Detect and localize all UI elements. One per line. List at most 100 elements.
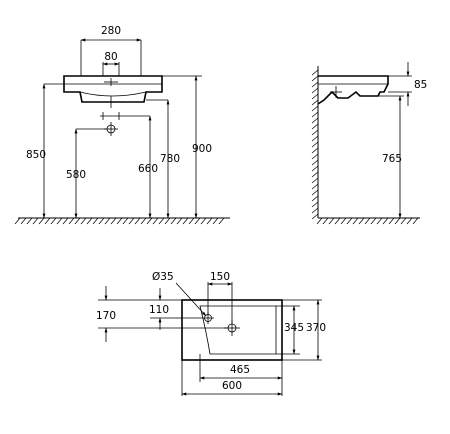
hatch-line — [311, 111, 319, 118]
hatch-line — [311, 165, 319, 172]
hatch-line — [188, 217, 195, 225]
dim-label-150: 150 — [210, 271, 230, 283]
top-dim-diameter: Ø35 — [152, 271, 207, 317]
front-dim-850: 850 — [26, 83, 64, 219]
hatch-line — [400, 217, 407, 225]
hatch-line — [406, 217, 413, 225]
hatch-line — [311, 69, 319, 76]
hatch-line — [206, 217, 213, 225]
side-basin — [317, 75, 389, 105]
dim-label-465: 465 — [230, 364, 250, 376]
front-dim-900: 900 — [162, 75, 212, 219]
hatch-line — [311, 129, 319, 136]
hatch-line — [311, 135, 319, 142]
hatch-line — [311, 171, 319, 178]
hatch-line — [128, 217, 135, 225]
front-dim-80: 80 — [102, 51, 120, 76]
side-dim-85: 85 — [388, 62, 427, 106]
hatch-line — [364, 217, 371, 225]
hatch-line — [170, 217, 177, 225]
hatch-line — [32, 217, 39, 225]
hatch-line — [311, 117, 319, 124]
dim-label-110: 110 — [149, 304, 169, 316]
hatch-line — [212, 217, 219, 225]
side-wall-hatch — [311, 66, 420, 225]
hatch-line — [116, 217, 123, 225]
hatch-line — [311, 213, 319, 220]
top-dim-345: 345 — [276, 305, 304, 355]
top-dim-150: 150 — [207, 271, 233, 324]
dim-label-170: 170 — [96, 310, 116, 322]
hatch-line — [104, 217, 111, 225]
hatch-line — [346, 217, 353, 225]
top-dim-170: 170 — [96, 286, 228, 342]
dim-label-diameter: Ø35 — [152, 271, 174, 283]
hatch-line — [311, 177, 319, 184]
side-view: 85 765 — [311, 62, 427, 225]
hatch-line — [74, 217, 81, 225]
hatch-line — [218, 217, 225, 225]
hatch-line — [62, 217, 69, 225]
hatch-line — [376, 217, 383, 225]
hatch-line — [134, 217, 141, 225]
hatch-line — [311, 93, 319, 100]
hatch-line — [311, 189, 319, 196]
top-dim-600: 600 — [181, 360, 283, 396]
hatch-line — [311, 195, 319, 202]
hatch-line — [311, 123, 319, 130]
hatch-line — [316, 217, 323, 225]
hatch-line — [158, 217, 165, 225]
hatch-line — [334, 217, 341, 225]
hatch-line — [340, 217, 347, 225]
top-dim-370: 370 — [282, 299, 326, 361]
hatch-line — [176, 217, 183, 225]
hatch-line — [311, 141, 319, 148]
hatch-line — [358, 217, 365, 225]
front-dim-280: 280 — [80, 25, 142, 76]
hatch-line — [370, 217, 377, 225]
dim-label-600: 600 — [222, 380, 242, 392]
hatch-line — [20, 217, 27, 225]
hatch-line — [388, 217, 395, 225]
side-dim-765: 765 — [378, 95, 404, 219]
top-dim-465: 465 — [199, 354, 283, 396]
hatch-line — [311, 147, 319, 154]
front-dim-780: 780 — [146, 99, 180, 219]
hatch-line — [311, 153, 319, 160]
dim-label-765: 765 — [382, 153, 402, 165]
hatch-line — [68, 217, 75, 225]
dim-label-850: 850 — [26, 149, 46, 161]
hatch-line — [382, 217, 389, 225]
hatch-line — [311, 159, 319, 166]
hatch-line — [311, 105, 319, 112]
dim-label-345: 345 — [284, 322, 304, 334]
dim-label-660: 660 — [138, 163, 158, 175]
hatch-line — [311, 99, 319, 106]
hatch-line — [328, 217, 335, 225]
hatch-line — [26, 217, 33, 225]
hatch-line — [322, 217, 329, 225]
hatch-line — [86, 217, 93, 225]
front-floor-hatch — [14, 217, 230, 225]
front-dim-580: 580 — [66, 128, 107, 219]
hatch-line — [110, 217, 117, 225]
hatch-line — [14, 217, 21, 225]
hatch-line — [311, 87, 319, 94]
dim-label-580: 580 — [66, 169, 86, 181]
top-view: Ø35 150 170 110 — [96, 271, 326, 396]
hatch-line — [194, 217, 201, 225]
front-basin — [63, 75, 163, 136]
hatch-line — [311, 81, 319, 88]
front-view: 280 80 850 580 660 780 — [14, 25, 230, 225]
hatch-line — [311, 207, 319, 214]
hatch-line — [164, 217, 171, 225]
hatch-line — [44, 217, 51, 225]
dim-label-900: 900 — [192, 143, 212, 155]
hatch-line — [56, 217, 63, 225]
hatch-line — [352, 217, 359, 225]
hatch-line — [50, 217, 57, 225]
hatch-line — [92, 217, 99, 225]
hatch-line — [311, 183, 319, 190]
dim-label-85: 85 — [414, 79, 427, 91]
